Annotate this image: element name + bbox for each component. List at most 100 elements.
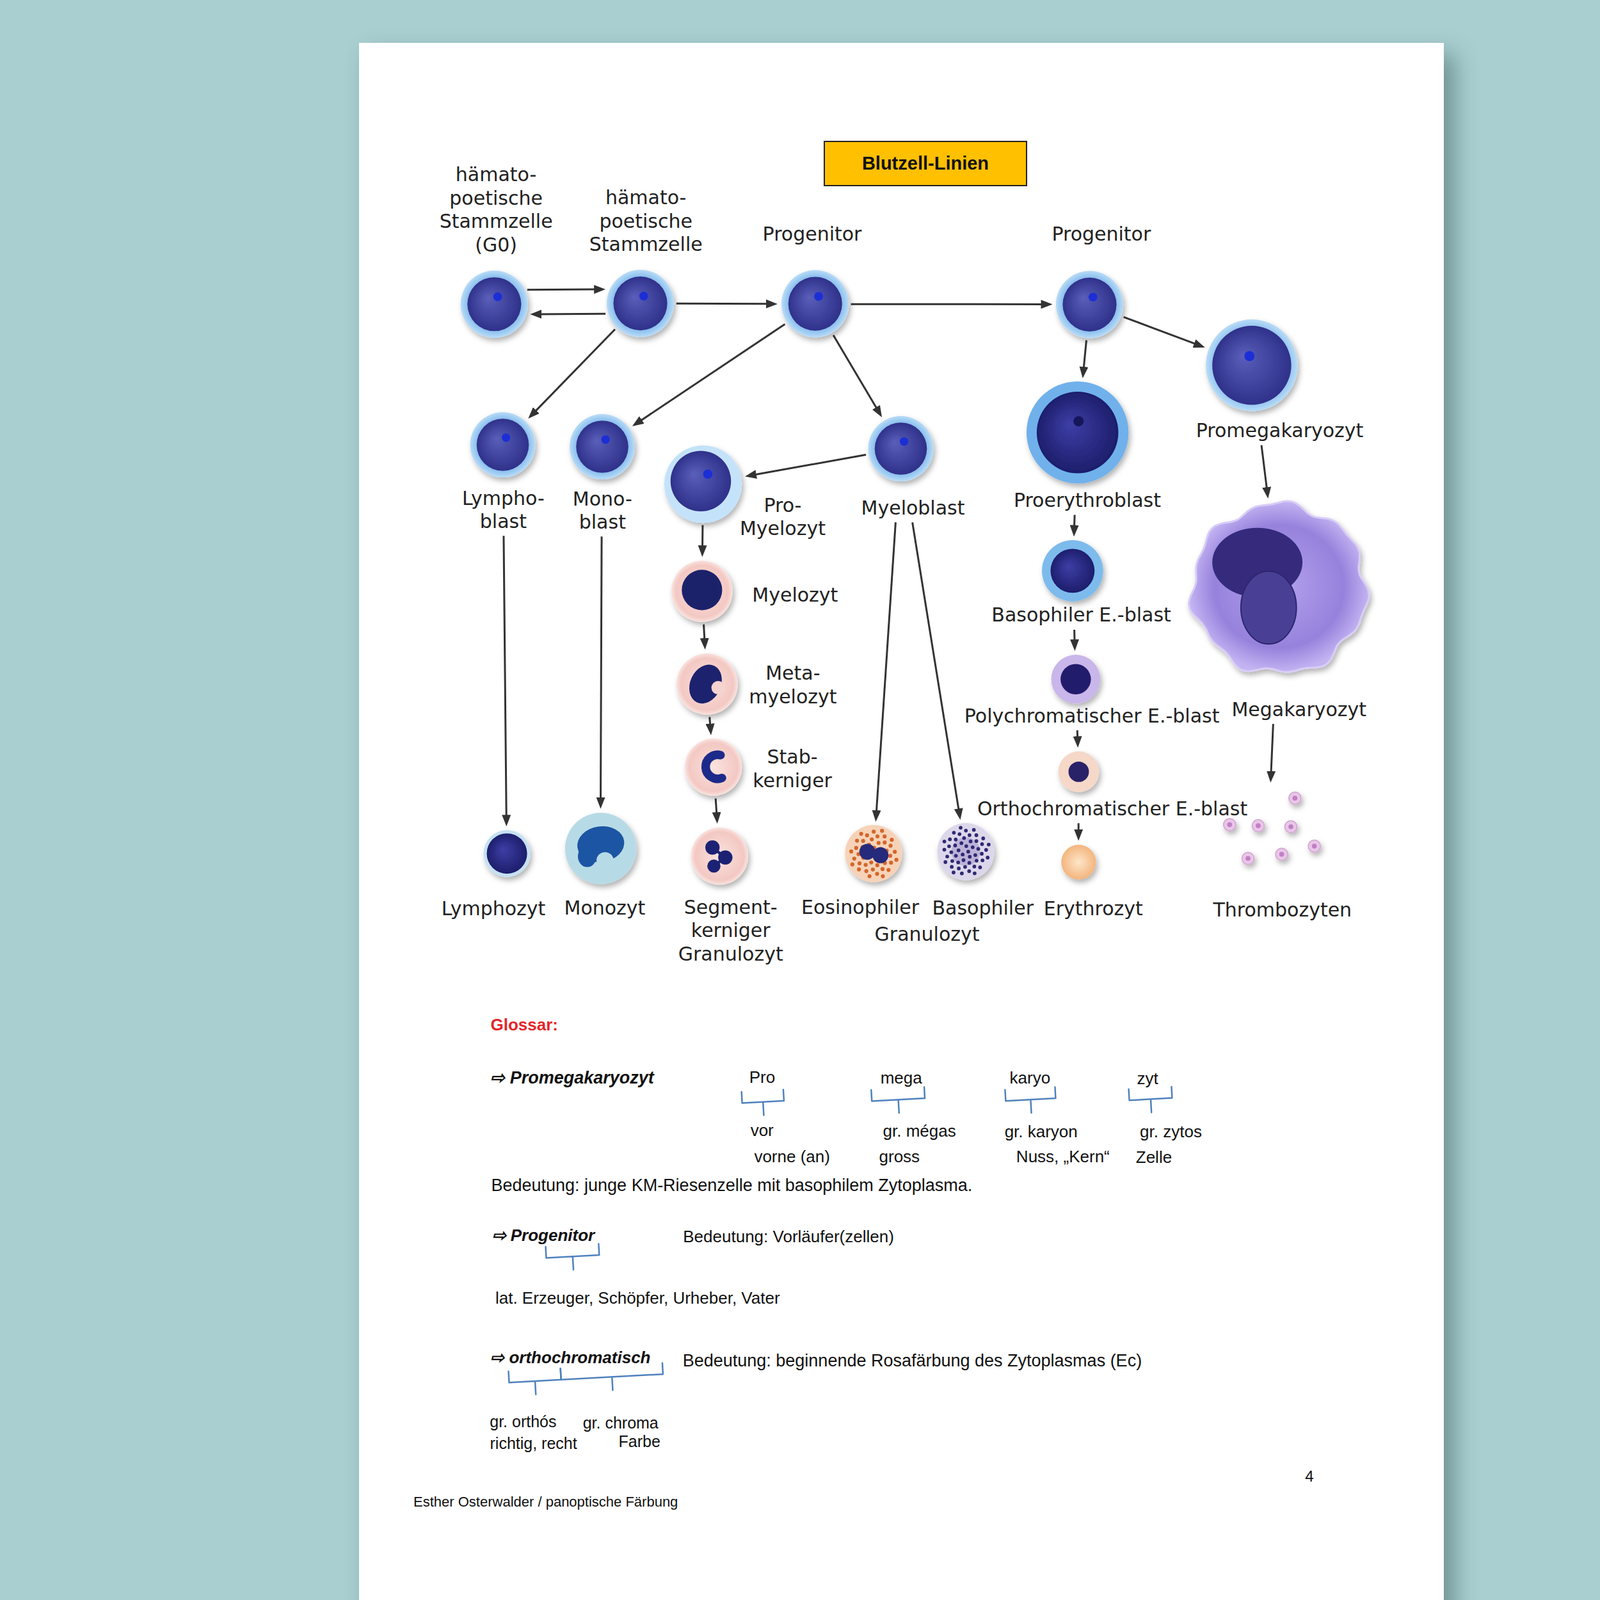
- cell-nucleus: [1240, 570, 1297, 644]
- glossary-text: gr. mégas: [883, 1121, 957, 1142]
- cell-label: Lymphozyt: [441, 897, 546, 921]
- cell-group: [1026, 381, 1129, 484]
- cell-part: [864, 869, 868, 873]
- lineage-arrow: [833, 335, 880, 413]
- cell-part: [460, 270, 528, 338]
- blood-cell: Orthochromatischer E.-blast: [977, 751, 1248, 821]
- cell-part: [961, 858, 966, 863]
- glossary-text: Zelle: [1136, 1147, 1172, 1168]
- glossary-text: richtig, recht: [490, 1433, 578, 1453]
- cell-part: [1060, 663, 1091, 694]
- glossary-text: ⇨ Promegakaryozyt: [490, 1067, 655, 1088]
- cell-label: hämato- poetische Stammzelle (G0): [439, 163, 553, 257]
- blood-cell: Proerythroblast: [1013, 381, 1161, 512]
- cell-part: [869, 860, 873, 865]
- glossary-text: ⇨ orthochromatisch: [490, 1347, 651, 1368]
- cell-part: [1212, 325, 1291, 405]
- lineage-arrow: [1077, 823, 1080, 836]
- cell-label: Granulozyt: [874, 922, 980, 946]
- title-text: Blutzell-Linien: [862, 152, 989, 175]
- blood-cell: Polychromatischer E.-blast: [964, 654, 1220, 728]
- cell-part: [952, 843, 957, 848]
- cell-part: [1063, 277, 1117, 331]
- cell-label: Promegakaryozyt: [1196, 419, 1364, 443]
- cell-label: Mono- blast: [572, 487, 633, 535]
- glossary-text: gross: [879, 1146, 921, 1167]
- cell-part: [894, 858, 898, 863]
- cell-part: [972, 864, 976, 869]
- cell-part: [966, 849, 971, 854]
- cell-label-box: Eosinophiler: [801, 896, 920, 920]
- cell-part: [980, 858, 985, 863]
- cell-part: [970, 845, 975, 850]
- cell-group: [1050, 654, 1101, 704]
- cell-group: [460, 270, 528, 338]
- cell-part: [951, 830, 956, 835]
- cell-part: [1279, 851, 1285, 857]
- cell-label-box: hämato- poetische Stammzelle (G0): [439, 163, 553, 257]
- glossary-text: gr. chroma: [583, 1413, 659, 1433]
- cell-group: [564, 812, 637, 885]
- cell-part: [979, 842, 984, 847]
- cell-part: [703, 469, 713, 479]
- blood-cell: Progenitor: [1051, 222, 1151, 338]
- cell-label: Orthochromatischer E.-blast: [977, 797, 1248, 822]
- cell-part: [606, 269, 674, 337]
- cell-label-box: Stab- kerniger: [752, 745, 832, 793]
- cell-part: [871, 830, 876, 834]
- cell-part: [979, 851, 984, 856]
- cell-part: [844, 824, 902, 882]
- lineage-arrow: [676, 302, 773, 306]
- cell-label-box: Pro- Myelozyt: [739, 494, 826, 541]
- cell-part: [684, 738, 742, 796]
- cell-label: Myelozyt: [752, 583, 838, 608]
- cell-label-box: Progenitor: [1051, 222, 1151, 247]
- blood-cell: Basophiler: [932, 823, 1034, 920]
- lineage-arrow: [531, 329, 616, 416]
- cell-part: [600, 435, 610, 444]
- cell-part: [947, 844, 952, 849]
- cell-part: [470, 412, 536, 478]
- cell-label: Proerythroblast: [1013, 488, 1161, 513]
- cell-part: [569, 414, 635, 480]
- cell-label: Polychromatischer E.-blast: [964, 704, 1220, 729]
- lineage-arrow: [1073, 514, 1076, 532]
- blood-cell: Meta- myelozyt: [676, 653, 838, 715]
- blood-cell: Stab- kerniger: [684, 738, 832, 796]
- cell-label-box: Monozyt: [564, 896, 646, 921]
- cell-part: [860, 839, 865, 843]
- footer-text: 4: [1304, 1467, 1314, 1487]
- cell-part: [486, 833, 527, 874]
- glossary-text: Bedeutung: Vorläufer(zellen): [682, 1226, 895, 1247]
- cell-part: [1252, 819, 1265, 832]
- cell-label-box: Polychromatischer E.-blast: [964, 704, 1220, 729]
- cell-part: [1050, 549, 1096, 594]
- blood-cell: Mono- blast: [569, 414, 635, 535]
- cell-part: [872, 847, 889, 864]
- lineage-arrow: [851, 303, 1048, 306]
- lineage-arrow: [715, 798, 717, 819]
- glossary-text: lat. Erzeuger, Schöpfer, Urheber, Vater: [495, 1288, 781, 1309]
- cell-part: [880, 828, 884, 833]
- cell-part: [963, 828, 968, 833]
- cell-part: [956, 860, 960, 865]
- blood-cell: Promegakaryozyt: [1196, 319, 1364, 443]
- cell-part: [961, 836, 966, 841]
- cell-group: [569, 414, 635, 480]
- cell-part: [974, 858, 979, 863]
- cell-part: [973, 853, 978, 857]
- cell-part: [976, 847, 980, 852]
- cell-part: [875, 863, 880, 868]
- cell-part: [947, 837, 952, 842]
- cell-part: [942, 848, 946, 852]
- cell-part: [951, 837, 980, 867]
- lineage-arrow: [1271, 723, 1274, 778]
- lineage-arrow: [701, 525, 704, 553]
- lineage-arrow: [704, 624, 706, 645]
- cell-part: [876, 840, 881, 845]
- cell-part: [671, 560, 733, 623]
- cell-part: [880, 874, 885, 879]
- cell-group: [684, 738, 742, 796]
- glossary-bracket: [741, 1089, 784, 1116]
